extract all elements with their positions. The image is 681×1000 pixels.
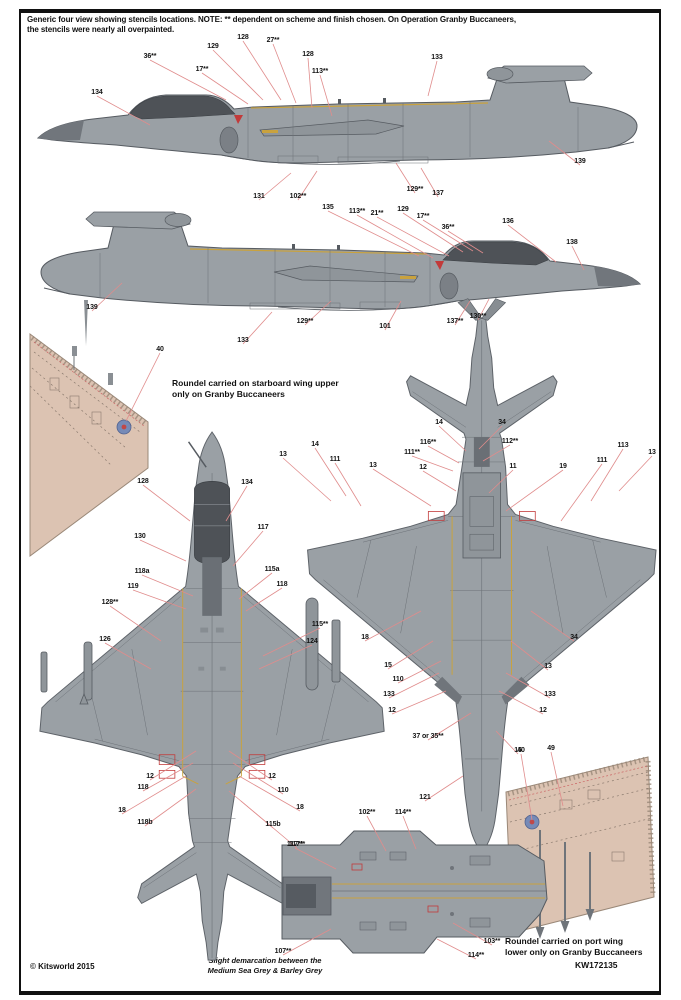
port-roundel-note-line2: lower only on Granby Buccaneers: [505, 947, 643, 958]
side-profile-port: [40, 211, 641, 311]
port-roundel-note: Roundel carried on port wing lower only …: [505, 936, 655, 958]
copyright: © Kitsworld 2015: [30, 962, 95, 971]
plan-view-upper: [39, 431, 385, 961]
wing-panel-starboard-upper: [29, 300, 149, 557]
camo-demarcation-note: Slight demarcation between the Medium Se…: [175, 956, 355, 976]
starboard-roundel-note-line1: Roundel carried on starboard wing upper: [172, 378, 339, 388]
side-profile-starboard: [37, 65, 638, 165]
fuselage-underside-detail: [281, 830, 548, 954]
port-roundel-note-line1: Roundel carried on port wing: [505, 936, 624, 946]
starboard-roundel-note: Roundel carried on starboard wing upper …: [172, 378, 432, 400]
header-line1: Generic four view showing stencils locat…: [27, 15, 516, 24]
camo-note-line2: Medium Sea Grey & Barley Grey: [207, 965, 323, 975]
header-line2: the stencils were nearly all overpainted…: [27, 25, 175, 34]
starboard-roundel-note-line2: only on Granby Buccaneers: [172, 389, 285, 400]
product-code: KW172135: [575, 960, 618, 970]
header-note: Generic four view showing stencils locat…: [27, 15, 651, 35]
camo-note-line1: Slight demarcation between the: [208, 956, 322, 965]
